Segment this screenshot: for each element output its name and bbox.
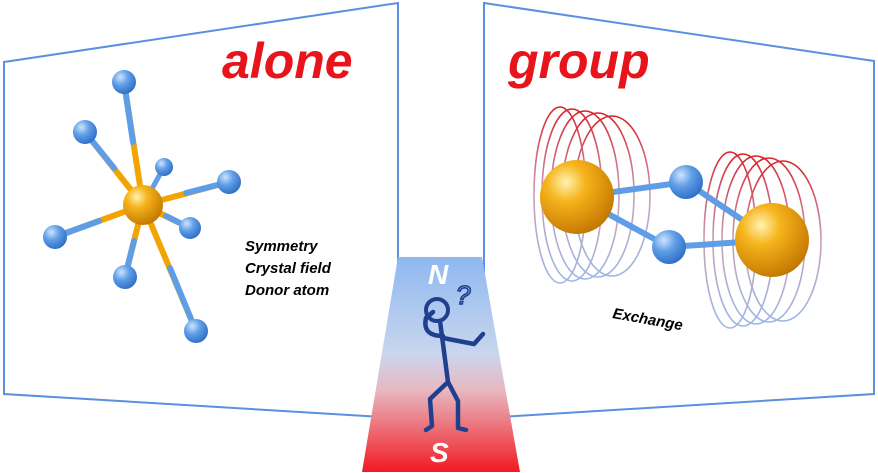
question-mark-icon: ?: [456, 280, 471, 310]
left-panel-note-symmetry: Symmetry: [245, 238, 318, 255]
ligand-atom: [43, 225, 67, 249]
left-panel: alone: [3, 1, 399, 420]
exchange-coupled-dimer: [540, 160, 809, 277]
magnet-body: [362, 257, 520, 472]
metal-atom-right: [735, 203, 809, 277]
left-panel-title: alone: [222, 33, 353, 89]
metal-atom: [123, 185, 163, 225]
left-panel-note-donor-atom: Donor atom: [245, 282, 329, 299]
left-panel-note-crystal-field: Crystal field: [245, 260, 332, 277]
ligand-atom: [113, 265, 137, 289]
ligand-atom: [73, 120, 97, 144]
right-panel: group: [483, 1, 875, 420]
ligand-atom: [217, 170, 241, 194]
bridging-atom: [652, 230, 686, 264]
magnet-north-label: N: [428, 259, 449, 290]
metal-atom-left: [540, 160, 614, 234]
ligand-atom: [155, 158, 173, 176]
magnet: N S ?: [362, 257, 520, 472]
ligand-atom: [112, 70, 136, 94]
right-panel-title: group: [507, 33, 650, 89]
ligand-atom: [179, 217, 201, 239]
ligand-atom: [184, 319, 208, 343]
single-ion-complex: [43, 70, 241, 343]
puzzled-stick-figure-icon: [423, 297, 486, 433]
magnet-south-label: S: [430, 437, 449, 468]
bridging-atom: [669, 165, 703, 199]
